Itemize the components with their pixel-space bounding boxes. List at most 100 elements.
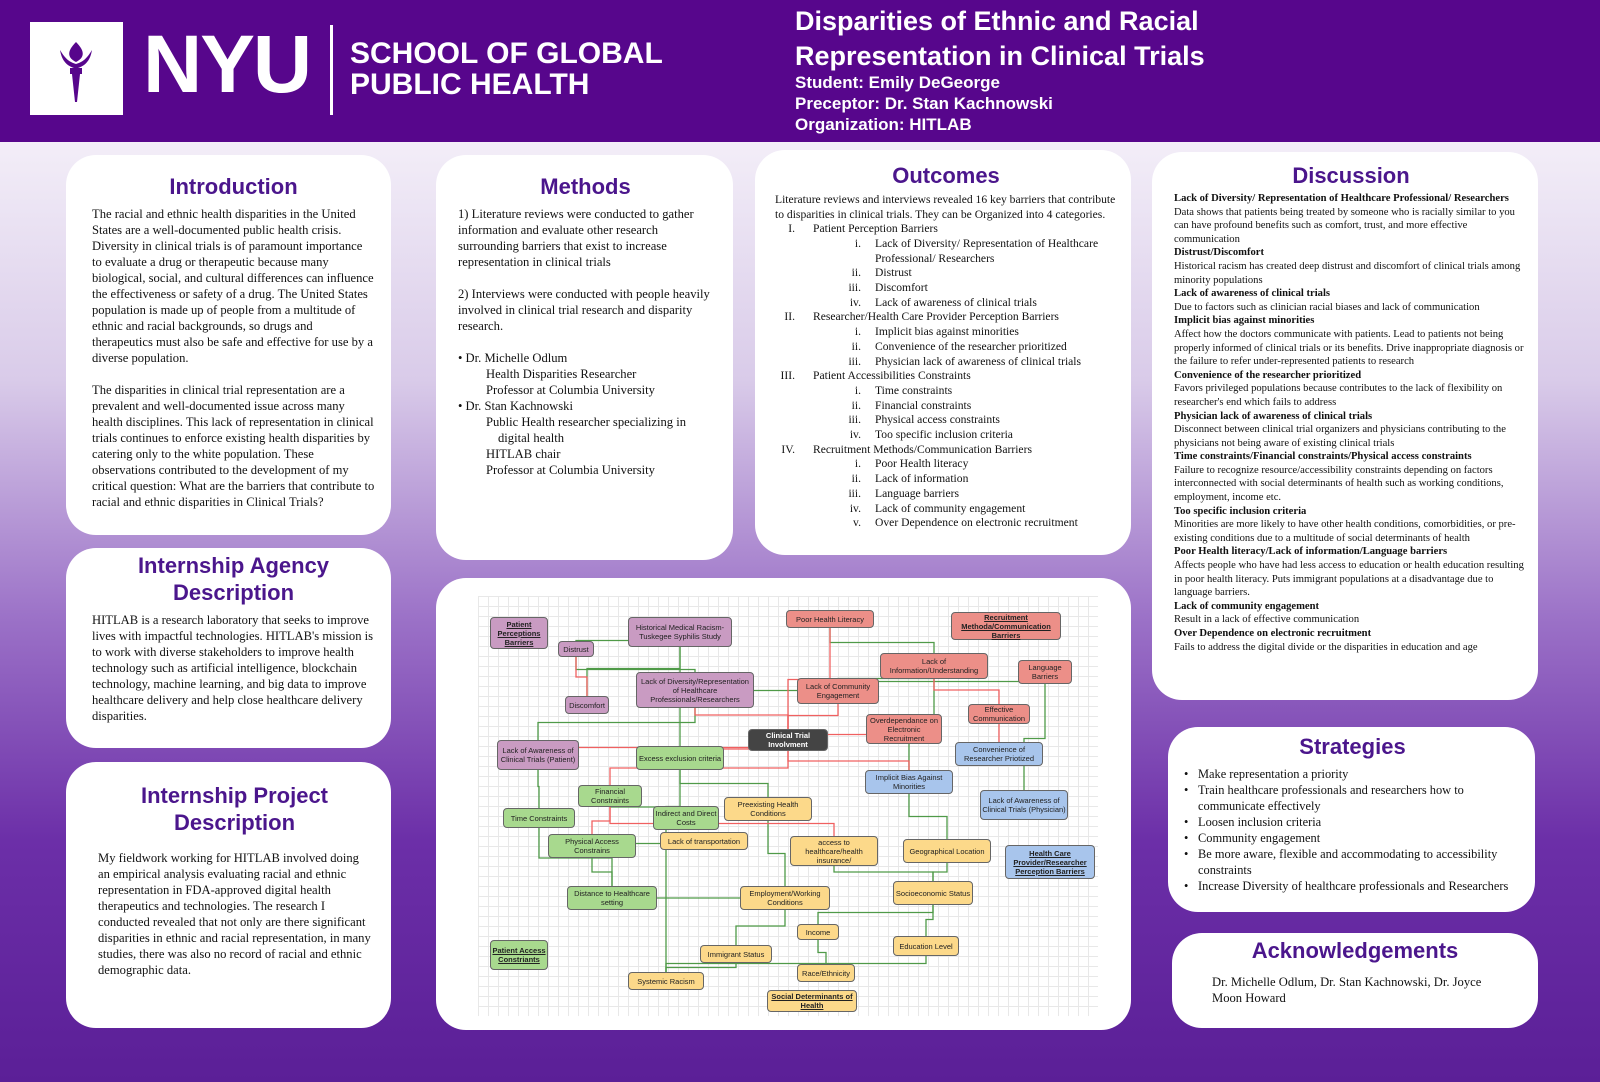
logo-divider — [330, 25, 333, 115]
project-heading-2: Description — [173, 810, 296, 835]
project-heading-1: Internship Project — [140, 783, 329, 808]
barrier-item: i.Implicit bias against minorities — [775, 325, 1117, 340]
item-text: Over Dependence on electronic recruitmen… — [875, 516, 1078, 530]
item-number: iii. — [848, 281, 861, 294]
item-number: iv. — [849, 295, 861, 309]
category-number: III. — [780, 369, 795, 383]
item-text: Convenience of the researcher prioritize… — [875, 339, 1067, 353]
diagram-node-race: Race/Ethnicity — [797, 964, 855, 982]
discussion-text: Result in a lack of effective communicat… — [1174, 614, 1360, 626]
item-text: Lack of Diversity/ Representation of Hea… — [875, 236, 1099, 265]
diagram-node-exc: Excess exclusion criteria — [636, 746, 724, 770]
diagram-node-rmcb: Recruitment Methoda/Communication Barrie… — [951, 612, 1061, 640]
bullet: • — [1184, 831, 1189, 845]
category-number: IV. — [781, 442, 795, 456]
diagram-node-inc: Income — [797, 924, 839, 940]
acknowledgements-text: Dr. Michelle Odlum, Dr. Stan Kachnowski,… — [1212, 975, 1482, 1005]
diagram-node-eff: Effective Communication — [968, 704, 1030, 724]
barrier-item: v.Over Dependence on electronic recruitm… — [775, 516, 1117, 531]
discussion-text: Affect how the doctors communicate with … — [1174, 328, 1524, 368]
diagram-node-pacb: Patient Access Constriants — [490, 940, 548, 970]
diagram-node-lce: Lack of Community Engagement — [797, 678, 879, 704]
strategy-item: •Train healthcare professionals and rese… — [1184, 782, 1521, 814]
barrier-item: iv. Lack of awareness of clinical trials — [775, 296, 1117, 311]
agency-heading-1: Internship Agency — [137, 553, 330, 578]
discussion-topic: Lack of Diversity/ Representation of Hea… — [1174, 193, 1509, 204]
barrier-item: i.Time constraints — [775, 384, 1117, 399]
item-text: Physician lack of awareness of clinical … — [875, 354, 1082, 368]
intro-paragraph-2: The disparities in clinical trial repres… — [92, 383, 375, 509]
category-name: Patient Perception Barriers — [813, 222, 938, 236]
diagram-node-loi: Lack of Information/Understanding — [880, 653, 988, 679]
category-label: I.Patient Perception Barriers — [775, 222, 1117, 237]
item-text: Financial constraints — [875, 398, 972, 412]
discussion-topic: Physician lack of awareness of clinical … — [1174, 410, 1373, 422]
interviewee-name: • Dr. Michelle Odlum — [458, 351, 568, 365]
barrier-item: ii. Convenience of the researcher priorit… — [775, 340, 1117, 355]
diagram-node-lap: Lack of Awareness of Clinical Trials (Pa… — [497, 740, 579, 770]
item-number: ii. — [851, 339, 861, 353]
discussion-heading: Discussion — [1292, 163, 1410, 188]
interviewee-role: Professor at Columbia University — [486, 463, 655, 477]
category-label: IV.Recruitment Methods/Communication Bar… — [775, 443, 1117, 458]
outcomes-heading: Outcomes — [892, 163, 1000, 188]
discussion-text: Historical racism has created deep distr… — [1174, 260, 1521, 286]
interviewee-name: • Dr. Stan Kachnowski — [458, 399, 573, 413]
discussion-text: Due to factors such as clinician racial … — [1174, 301, 1480, 313]
item-number: iii. — [848, 354, 861, 368]
diagram-node-disc: Discomfort — [565, 696, 609, 714]
diagram-node-ppb: Patient Perceptions Barriers — [490, 617, 548, 649]
diagram-node-ses: Socioeconomic Status — [893, 881, 973, 905]
organization: Organization: HITLAB — [795, 115, 972, 134]
barrier-item: iv.Too specific inclusion criteria — [775, 428, 1117, 443]
item-number: iii. — [848, 413, 861, 427]
diagram-node-fin: Financial Constraints — [578, 785, 642, 807]
item-number: iv. — [849, 501, 861, 515]
item-text: Distrust — [875, 266, 912, 280]
diagram-node-pac: Physical Access Constrains — [548, 834, 636, 858]
method-1: 1) Literature reviews were conducted to … — [458, 207, 694, 269]
diagram-node-dist: Distance to Healthcare setting — [567, 886, 657, 910]
bullet: • — [1184, 783, 1189, 797]
item-number: i. — [854, 457, 861, 471]
discussion-topic: Implicit bias against minorities — [1174, 315, 1315, 327]
discussion-text: Disconnect between clinical trial organi… — [1174, 424, 1506, 449]
school-line-2: PUBLIC HEALTH — [350, 68, 590, 101]
diagram-node-ahi: access to healthcare/health insurance/ — [790, 836, 878, 866]
discussion-topic: Lack of awareness of clinical trials — [1174, 288, 1331, 300]
item-text: Lack of awareness of clinical trials — [875, 295, 1037, 309]
strategy-text: Be more aware, flexible and accommodatin… — [1198, 847, 1498, 877]
diagram-node-laph: Lack of Awareness of Clinical Trials (Ph… — [980, 790, 1068, 820]
discussion-list: Lack of Diversity/ Representation of Hea… — [1174, 192, 1528, 654]
diagram-connector — [817, 932, 827, 973]
item-text: Language barriers — [875, 486, 960, 500]
barrier-item: iii. Physician lack of awareness of clini… — [775, 355, 1117, 370]
interviewee-role: Health Disparities Researcher — [486, 367, 637, 381]
title-line-2: Representation in Clinical Trials — [795, 41, 1205, 71]
item-number: ii. — [851, 266, 861, 280]
barrier-item: i.Lack of Diversity/ Representation of H… — [775, 237, 1117, 266]
diagram-connector — [908, 782, 948, 851]
strategy-text: Community engagement — [1198, 831, 1321, 845]
diagram-node-pre: Preexisting Health Conditions — [724, 797, 812, 821]
bullet: • — [1184, 767, 1189, 781]
diagram-connector — [575, 649, 588, 705]
methods-panel: Methods 1) Literature reviews were condu… — [436, 155, 733, 560]
method-2: 2) Interviews were conducted with people… — [458, 287, 710, 333]
introduction-panel: Introduction The racial and ethnic healt… — [66, 155, 391, 535]
acknowledgements-panel: Acknowledgements Dr. Michelle Odlum, Dr.… — [1172, 933, 1538, 1028]
diagram-node-geo: Geographical Location — [903, 839, 991, 863]
diagram-node-phl: Poor Health Literacy — [786, 610, 874, 628]
category-name: Researcher/Health Care Provider Percepti… — [813, 310, 1059, 324]
discussion-topic: Convenience of the researcher prioritize… — [1174, 369, 1362, 381]
strategy-text: Make representation a priority — [1198, 767, 1349, 781]
category-name: Patient Accessibilities Constraints — [813, 369, 971, 383]
diagram-node-hist: Historical Medical Racism-Tuskegee Syphi… — [628, 617, 732, 647]
item-number: ii. — [851, 472, 861, 486]
interviewee-role: HITLAB chair — [486, 447, 561, 461]
